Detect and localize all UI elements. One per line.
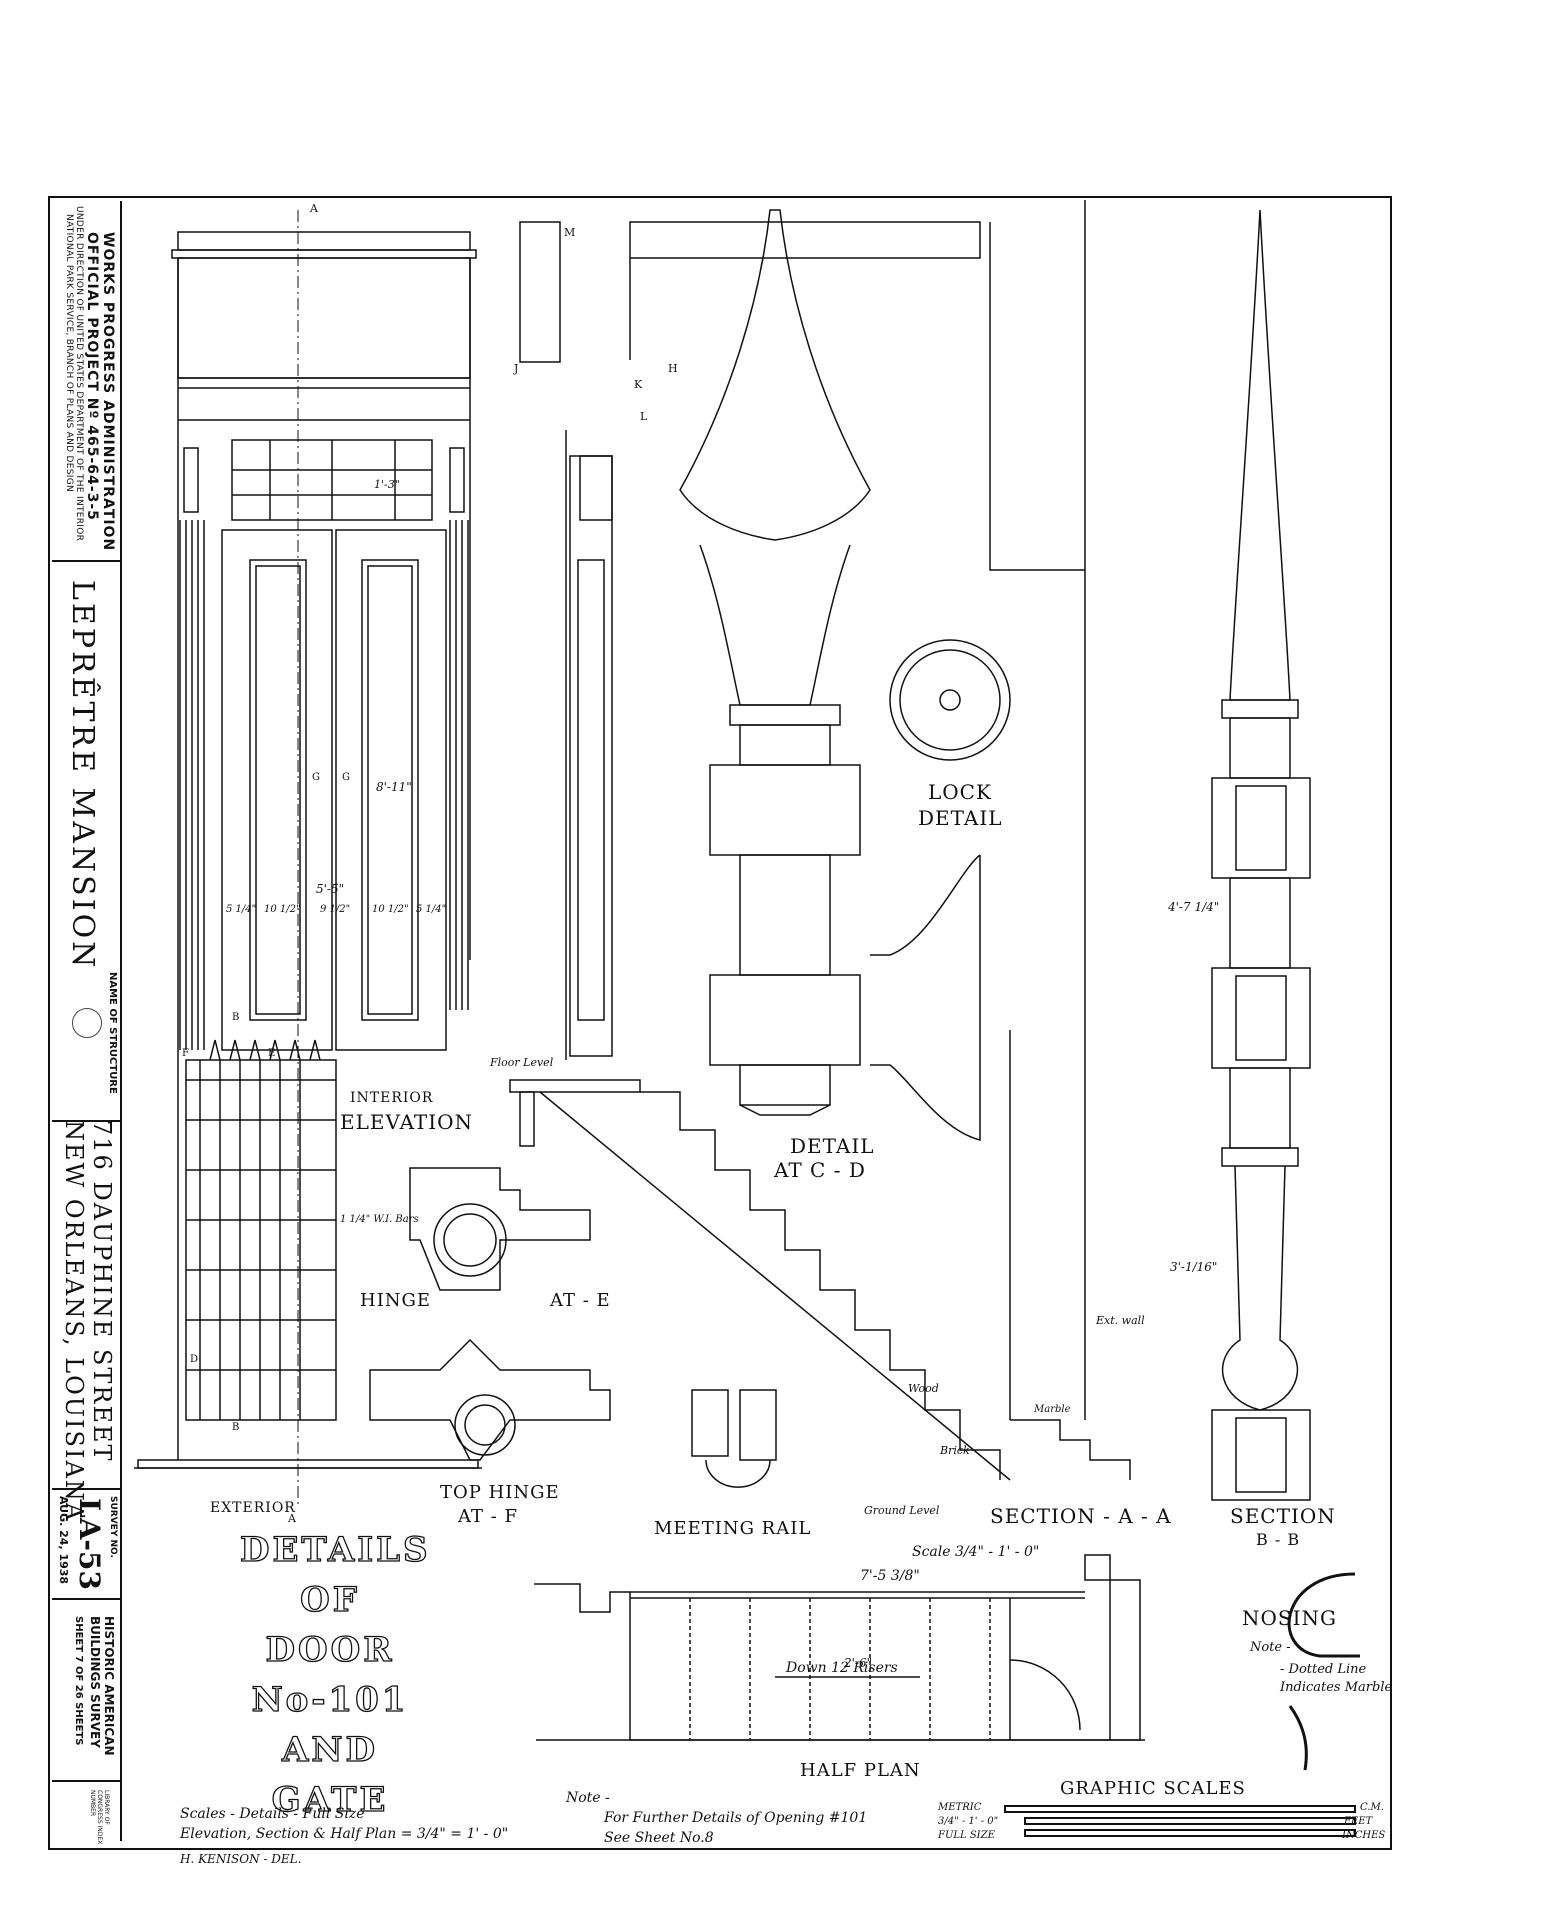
callout-bars: 1 1/4" W.I. Bars [340, 1214, 419, 1225]
callout-ext-wall: Ext. wall [1096, 1314, 1145, 1327]
label-section-bb-ref: B - B [1256, 1530, 1301, 1549]
title-divider-3 [52, 1488, 120, 1490]
label-hinge: HINGE [360, 1290, 432, 1311]
mark-f: F [182, 1048, 190, 1059]
scale-label-full: FULL SIZE [938, 1830, 995, 1841]
callout-wood: Wood [908, 1382, 939, 1395]
callout-brick: Brick [940, 1444, 970, 1457]
dim-section-b1: 4'-7 1/4" [1168, 900, 1220, 914]
nosing-note-line-2: Indicates Marble [1280, 1680, 1393, 1695]
mark-b-top: B [232, 1012, 241, 1023]
scales-note-2: Elevation, Section & Half Plan = 3/4" = … [180, 1826, 509, 1842]
dim-w5: 5 1/4" [416, 904, 447, 915]
sheet-border [48, 196, 1392, 1850]
dim-transom: 1'-3" [374, 478, 400, 491]
seal-stamp [72, 1008, 102, 1038]
label-half-plan: HALF PLAN [800, 1760, 921, 1781]
note-label: Note - [566, 1790, 610, 1806]
label-graphic-scales: GRAPHIC SCALES [1060, 1778, 1246, 1799]
dim-height: 8'-11" [376, 780, 412, 794]
dim-section-b2: 3'-1/16" [1170, 1260, 1218, 1274]
scale-unit-feet: FEET [1344, 1816, 1373, 1827]
gate [185, 1059, 337, 1421]
title-divider-1 [52, 560, 120, 562]
mark-g-left: G [312, 772, 321, 783]
cornice-cap [177, 231, 471, 251]
title-door: DOOR [265, 1629, 395, 1670]
callout-ground-level: Ground Level [864, 1504, 940, 1517]
dim-w1: 5 1/4" [226, 904, 257, 915]
title-block-column [52, 201, 122, 1841]
dim-w3: 9 1/2" [320, 904, 351, 915]
mark-j: J [514, 362, 520, 375]
callout-marble: Marble [1034, 1404, 1071, 1415]
scale-unit-inches: INCHES [1342, 1830, 1386, 1841]
mark-a-bottom: A [288, 1512, 297, 1525]
note-line-2: See Sheet No.8 [604, 1830, 714, 1846]
mark-a-top: A [310, 202, 319, 215]
plan-scale: Scale 3/4" - 1' - 0" [912, 1544, 1040, 1560]
title-of: OF [299, 1579, 360, 1620]
scales-note-1: Scales - Details - Full Size [180, 1806, 365, 1822]
delineator: H. KENISON - DEL. [180, 1852, 302, 1866]
label-interior: INTERIOR [350, 1090, 434, 1106]
label-lock-detail: DETAIL [918, 806, 1003, 830]
dim-w4: 10 1/2" [372, 904, 409, 915]
nosing-note-label: Note - [1250, 1640, 1291, 1655]
down-risers: Down 12 Risers [786, 1660, 898, 1676]
scale-label-34: 3/4" - 1' - 0" [938, 1816, 999, 1827]
mark-e: E [268, 1048, 277, 1059]
label-elevation: ELEVATION [340, 1110, 474, 1134]
scale-unit-cm: C.M. [1360, 1802, 1384, 1813]
scale-label-metric: METRIC [938, 1802, 982, 1813]
title-and: AND [281, 1729, 378, 1770]
frieze-block [177, 257, 471, 379]
dim-width-total: 5'-5" [316, 882, 345, 896]
label-meeting-rail: MEETING RAIL [654, 1518, 812, 1539]
nosing-note-line-1: - Dotted Line [1280, 1662, 1367, 1677]
dim-w2: 10 1/2" [264, 904, 301, 915]
dim-plan-width: 7'-5 3/8" [860, 1568, 920, 1584]
door-leaf-right [335, 529, 447, 1051]
label-top-hinge: TOP HINGE [440, 1482, 560, 1503]
note-line-1: For Further Details of Opening #101 [604, 1810, 868, 1826]
finial-head [679, 209, 871, 541]
mark-l: L [640, 410, 649, 423]
mark-d: D [190, 1354, 200, 1365]
dim-plan-depth: 2'-6" [844, 1656, 873, 1670]
title-divider-2 [52, 1120, 120, 1122]
mark-g-right: G [342, 772, 351, 783]
title-number: No-101 [251, 1679, 409, 1720]
mark-h: H [668, 362, 679, 375]
label-exterior: EXTERIOR [210, 1500, 296, 1516]
door-leaf-left [221, 529, 333, 1051]
label-detail: DETAIL [790, 1134, 875, 1158]
label-hinge-at: AT - E [550, 1290, 611, 1311]
label-nosing: NOSING [1242, 1606, 1337, 1630]
title-details: DETAILS [239, 1529, 431, 1570]
title-divider-4 [52, 1598, 120, 1600]
label-lock: LOCK [928, 780, 992, 804]
title-gate: GATE [271, 1779, 389, 1820]
mark-b-bottom: B [232, 1422, 241, 1433]
label-section-aa: SECTION - A - A [990, 1504, 1172, 1528]
stair-profile [640, 1091, 1001, 1480]
mark-m: M [564, 226, 577, 239]
label-detail-cd: AT C - D [774, 1158, 866, 1182]
title-divider-5 [52, 1780, 120, 1782]
label-section-bb: SECTION [1230, 1504, 1336, 1528]
callout-floor-level: Floor Level [490, 1056, 554, 1069]
label-top-hinge-at: AT - F [458, 1506, 519, 1527]
mark-k: K [634, 378, 644, 391]
cornice-mold [171, 249, 477, 259]
